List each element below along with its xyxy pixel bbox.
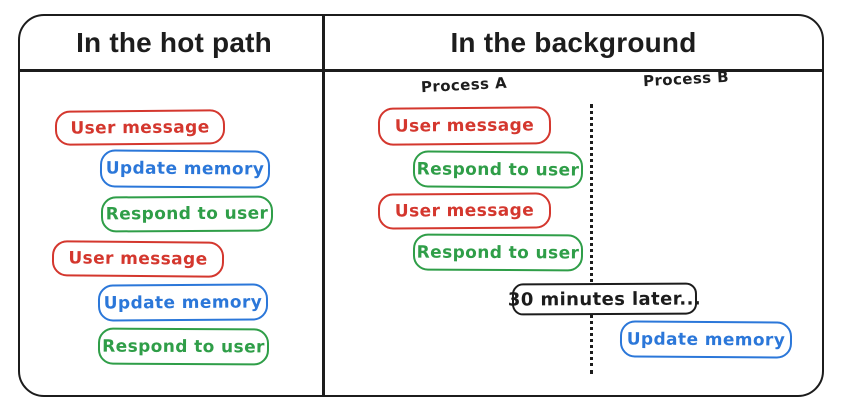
hot-path-panel-title: In the hot path [76,27,272,58]
process-a-respond-to-user-box-2: Respond to user [412,233,584,272]
process-a-respond-to-user-box-1: Respond to user [412,150,584,189]
hot-path-respond-to-user-box-2: Respond to user [97,327,270,366]
panel-divider-line [322,15,325,396]
timeline-note-box: 30 minutes later... [508,282,701,316]
process-b-update-memory-box: Update memory [619,320,793,359]
header-separator-line [19,69,823,72]
hot-path-update-memory-box-2: Update memory [97,283,269,322]
process-a-user-message-box-2: User message [377,192,552,230]
hot-path-respond-to-user-box-1: Respond to user [100,195,274,233]
hot-path-update-memory-box-1: Update memory [99,149,271,189]
process-divider-dotted-line [590,104,593,374]
process-a-user-message-box-1: User message [377,106,552,146]
background-panel-title: In the background [450,27,697,58]
hot-path-user-message-box-1: User message [54,109,226,146]
hot-path-user-message-box-2: User message [51,240,225,278]
